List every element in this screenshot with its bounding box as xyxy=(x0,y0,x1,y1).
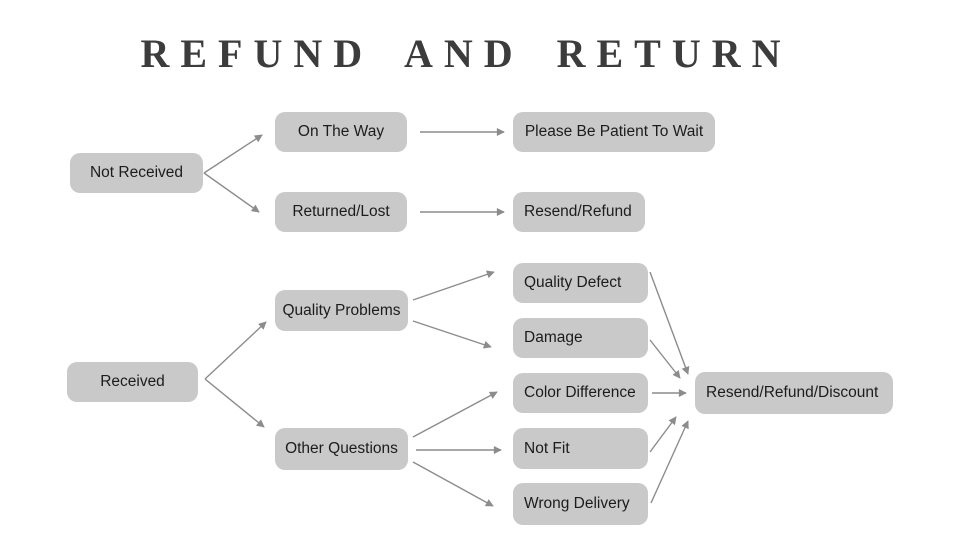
node-returned-lost: Returned/Lost xyxy=(275,192,407,232)
node-on-the-way: On The Way xyxy=(275,112,407,152)
edge-not-fit-final xyxy=(649,416,677,453)
edge-not-received-on-the-way xyxy=(203,134,263,174)
edge-quality-problems-damage xyxy=(412,320,492,349)
node-received: Received xyxy=(67,362,198,402)
edge-other-questions-wrong-delivery xyxy=(412,461,494,507)
edge-wrong-delivery-final xyxy=(650,420,689,504)
node-wrong-delivery: Wrong Delivery xyxy=(513,483,648,525)
edge-not-received-returned-lost xyxy=(203,172,260,213)
edge-received-quality-problems xyxy=(204,321,267,380)
edge-quality-problems-quality-defect xyxy=(412,270,495,301)
edge-damage-final xyxy=(649,339,681,379)
node-not-received: Not Received xyxy=(70,153,203,193)
node-please-be-patient-to-wait: Please Be Patient To Wait xyxy=(513,112,715,152)
node-other-questions: Other Questions xyxy=(275,428,408,470)
node-not-fit: Not Fit xyxy=(513,428,648,469)
edge-quality-defect-final xyxy=(649,271,690,375)
node-damage: Damage xyxy=(513,318,648,358)
node-quality-defect: Quality Defect xyxy=(513,263,648,303)
node-quality-problems: Quality Problems xyxy=(275,290,408,331)
diagram-title: REFUND AND RETURN xyxy=(140,31,792,76)
edge-received-other-questions xyxy=(204,378,265,428)
edge-other-questions-color-difference xyxy=(412,391,498,438)
node-color-difference: Color Difference xyxy=(513,373,648,413)
node-resend-refund: Resend/Refund xyxy=(513,192,645,232)
node-resend-refund-discount: Resend/Refund/Discount xyxy=(695,372,893,414)
